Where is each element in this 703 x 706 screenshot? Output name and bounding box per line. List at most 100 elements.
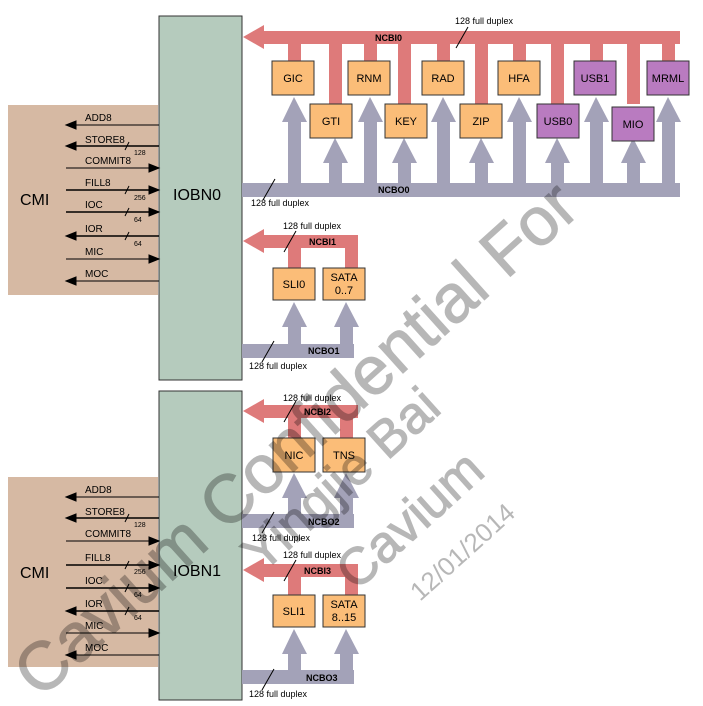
iobn0-label: IOBN0	[173, 187, 221, 204]
block-key	[384, 103, 428, 139]
block-hfa	[497, 60, 541, 96]
ncbo2-bus	[242, 473, 359, 528]
block-rnm	[347, 60, 391, 96]
block-sli1	[272, 594, 316, 628]
block-mrml	[646, 60, 690, 96]
ncbi2-bus	[243, 399, 358, 440]
block-nic	[272, 437, 316, 473]
ncbi0-label: NCBI0	[375, 33, 402, 43]
cmi-label-top: CMI	[20, 192, 49, 209]
block-rad	[421, 60, 465, 96]
ncbi0-bus	[243, 25, 680, 104]
iobn1-label: IOBN1	[173, 563, 221, 580]
ncbo0-label: NCBO0	[378, 185, 410, 195]
block-rnm-label: RNM	[356, 73, 381, 85]
ncbi2-label: NCBI2	[304, 407, 331, 417]
sig-moc-top: MOC	[85, 269, 108, 280]
ncbo2-slash	[261, 511, 275, 534]
ncbi1-bus	[243, 229, 358, 270]
ncbi0-note: 128 full duplex	[455, 16, 514, 26]
block-tns	[322, 437, 366, 473]
block-sata1	[322, 594, 366, 628]
sig-ioc-top: IOC	[85, 200, 103, 211]
cmi-label-bottom: CMI	[20, 565, 49, 582]
block-mrml-label: MRML	[652, 73, 684, 85]
ncbo1-label: NCBO1	[308, 346, 340, 356]
ncbo3-label: NCBO3	[306, 673, 338, 683]
width-fill-top: 256	[134, 195, 146, 202]
sig-moc-bottom: MOC	[85, 643, 108, 654]
block-usb1-label: USB1	[581, 73, 610, 85]
block-nic-label: NIC	[285, 450, 304, 462]
block-zip-label: ZIP	[472, 116, 489, 128]
block-sata1-label: SATA	[330, 599, 358, 611]
block-sli0-label: SLI0	[283, 279, 306, 291]
ncbo3-bus	[242, 629, 359, 684]
ncbo3-slash	[261, 668, 275, 691]
ncbo0-slash	[262, 178, 276, 201]
iobn1-box	[158, 390, 243, 701]
sig-add8-bottom: ADD8	[85, 485, 112, 496]
sig-ior-bottom: IOR	[85, 599, 103, 610]
width-ior-top: 64	[134, 241, 142, 248]
ncbi2-slash	[283, 400, 297, 423]
block-gti-label: GTI	[322, 116, 340, 128]
block-sli0	[272, 267, 316, 301]
block-key-label: KEY	[395, 116, 418, 128]
sig-add8-top: ADD8	[85, 113, 112, 124]
sig-ioc-bottom: IOC	[85, 576, 103, 587]
block-gic	[271, 60, 315, 96]
ncbo1-bus	[242, 302, 359, 358]
ncbi3-slash	[283, 559, 297, 582]
width-store-top: 128	[134, 150, 146, 157]
sig-store8-top: STORE8	[85, 135, 125, 146]
block-usb0-label: USB0	[544, 116, 573, 128]
block-tns-label: TNS	[333, 450, 355, 462]
sig-mic-top: MIC	[85, 247, 103, 258]
ncbi0-slash	[455, 26, 469, 49]
sig-ior-top: IOR	[85, 224, 103, 235]
block-usb0	[536, 103, 580, 139]
block-zip	[459, 103, 503, 139]
block-hfa-label: HFA	[508, 73, 530, 85]
ncbi3-label: NCBI3	[304, 566, 331, 576]
block-gti	[309, 103, 353, 139]
ncbo2-label: NCBO2	[308, 517, 340, 527]
ncbi1-note: 128 full duplex	[283, 221, 342, 231]
ncbo3-note: 128 full duplex	[249, 689, 308, 699]
sig-fill8-top: FILL8	[85, 178, 111, 189]
sig-store8-bottom: STORE8	[85, 507, 125, 518]
ncbo1-note: 128 full duplex	[249, 361, 308, 371]
block-sata0-range: 0..7	[335, 285, 353, 297]
width-ioc-top: 64	[134, 217, 142, 224]
width-ior-bottom: 64	[134, 615, 142, 622]
cmi-panel-bottom	[8, 477, 158, 667]
iobn0-box	[158, 15, 243, 381]
ncbi3-note: 128 full duplex	[283, 550, 342, 560]
sig-mic-bottom: MIC	[85, 621, 103, 632]
block-rad-label: RAD	[431, 73, 454, 85]
sig-commit8-bottom: COMMIT8	[85, 529, 132, 540]
width-ioc-bottom: 64	[134, 592, 142, 599]
block-sli1-label: SLI1	[283, 606, 306, 618]
ncbo0-note: 128 full duplex	[251, 198, 310, 208]
ncbi1-slash	[283, 230, 297, 253]
width-store-bottom: 128	[134, 522, 146, 529]
cmi-signals-bottom	[64, 492, 161, 660]
block-mio-label: MIO	[623, 119, 644, 131]
block-gic-label: GIC	[283, 73, 303, 85]
ncbi2-note: 128 full duplex	[283, 393, 342, 403]
block-sata0	[322, 267, 366, 301]
block-usb1	[573, 60, 617, 96]
ncbo1-slash	[261, 340, 275, 363]
block-sata1-range: 8..15	[332, 612, 356, 624]
cmi-panel-top	[8, 105, 158, 295]
ncbi3-bus	[243, 558, 358, 599]
block-sata0-label: SATA	[330, 272, 358, 284]
block-mio	[611, 106, 655, 142]
cmi-signals-top	[64, 120, 161, 286]
ncbi1-label: NCBI1	[309, 237, 336, 247]
ncbo2-note: 128 full duplex	[252, 533, 311, 543]
sig-commit8-top: COMMIT8	[85, 156, 132, 167]
